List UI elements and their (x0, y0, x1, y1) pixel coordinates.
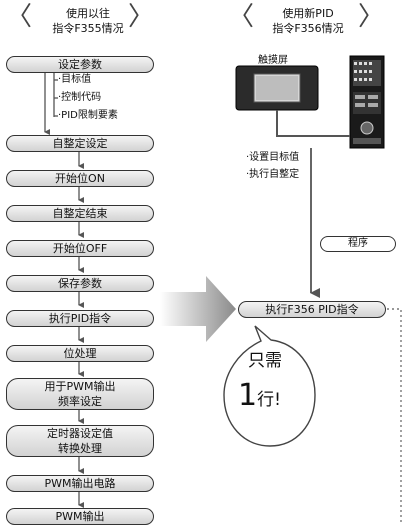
param-item-target: ·目标值 (58, 74, 92, 85)
step-timer-convert: 定时器设定值 转换处理 (6, 425, 154, 457)
note-set-target: ·设置目标值 (246, 152, 300, 163)
bubble-line2: 1行! (238, 378, 281, 418)
big-arrow (160, 276, 236, 342)
step-start-bit-on: 开始位ON (6, 170, 154, 187)
speech-bubble-shape (223, 325, 316, 447)
step-pwm-frequency: 用于PWM输出 频率设定 (6, 378, 154, 410)
right-bracket-close: 〉 (358, 2, 385, 32)
touch-panel-label: 触摸屏 (258, 55, 288, 66)
left-bracket-close: 〉 (128, 2, 155, 32)
step-bit-processing: 位处理 (6, 345, 154, 362)
step-save-params: 保存参数 (6, 275, 154, 292)
bubble-number: 1 (238, 378, 258, 413)
step-autotune-setup: 自整定设定 (6, 135, 154, 152)
left-bracket-open: 〈 (6, 2, 33, 32)
param-item-pid-limits: ·PID限制要素 (58, 110, 118, 121)
left-header-line1: 使用以往 (66, 7, 110, 20)
bubble-text: 行! (257, 390, 281, 410)
right-header: 使用新PID 指令F356情况 (258, 6, 358, 36)
param-item-control-code: ·控制代码 (58, 92, 102, 103)
touch-panel-icon (235, 65, 319, 111)
f356-pid-step: 执行F356 PID指令 (238, 301, 386, 318)
step-autotune-end: 自整定结束 (6, 205, 154, 222)
step-start-bit-off: 开始位OFF (6, 240, 154, 257)
program-label: 程序 (320, 236, 396, 252)
left-header-line2: 指令F355情况 (52, 22, 124, 35)
bubble-line1: 只需 (248, 351, 282, 371)
right-bracket-open: 〈 (228, 2, 255, 32)
step-set-params: 设定参数 (6, 56, 154, 73)
plc-device-icon (349, 55, 385, 149)
note-run-autotune: ·执行自整定 (246, 169, 300, 180)
step-pwm-circuit: PWM输出电路 (6, 475, 154, 492)
right-header-line1: 使用新PID (282, 7, 334, 20)
left-header: 使用以往 指令F355情况 (38, 6, 138, 36)
right-header-line2: 指令F356情况 (272, 22, 344, 35)
step-pwm-output: PWM输出 (6, 508, 154, 525)
step-run-pid: 执行PID指令 (6, 310, 154, 327)
